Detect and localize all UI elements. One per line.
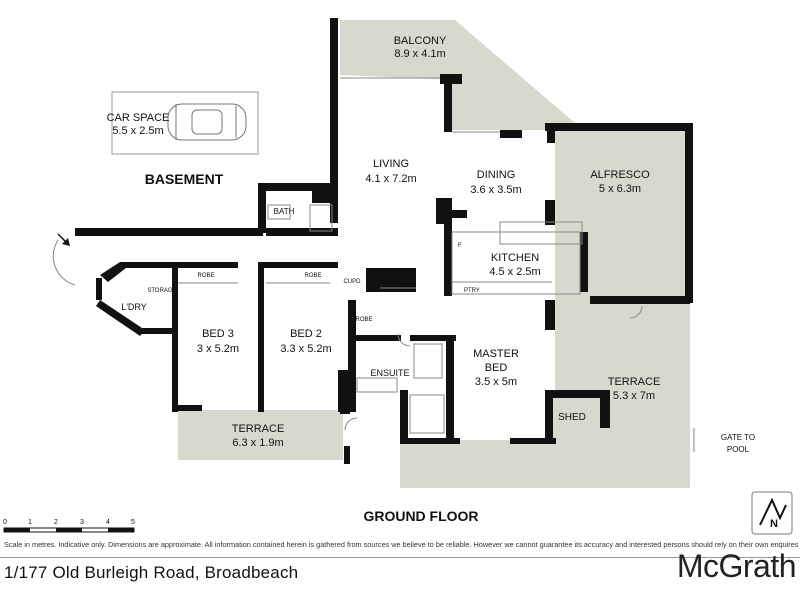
master-dims: 3.5 x 5m [475, 376, 517, 388]
storage-label: STORAGE [147, 288, 176, 294]
ensuite-label: ENSUITE [370, 368, 409, 378]
bed3-dims: 3 x 5.2m [197, 343, 239, 355]
floor-plan: N 0 1 2 3 4 5 CAR SPACE 5.5 x 2.5m BASEM… [3, 18, 793, 535]
terrace-right-dims: 5.3 x 7m [613, 390, 655, 402]
walls [75, 18, 693, 464]
dining-name: DINING [477, 169, 516, 181]
car-space-dims: 5.5 x 2.5m [112, 125, 163, 137]
scale-tick-0: 0 [3, 519, 7, 526]
details [52, 77, 695, 452]
robe-hall-label: ROBE [383, 280, 400, 286]
gate-line-2: POOL [727, 445, 750, 454]
bath-label: BATH [274, 207, 295, 216]
gate-line-1: GATE TO [721, 433, 755, 442]
terrace-left-name: TERRACE [232, 423, 285, 435]
balcony-dims: 8.9 x 4.1m [394, 48, 445, 60]
terrace-right-name: TERRACE [608, 376, 661, 388]
master-name-1: MASTER [473, 348, 519, 360]
ground-floor-label: GROUND FLOOR [363, 508, 478, 524]
shed-label: SHED [558, 412, 586, 423]
scale-ticks: 0 1 2 3 4 5 [3, 519, 135, 526]
alfresco-name: ALFRESCO [590, 169, 650, 181]
footer-divider [0, 557, 800, 558]
bed3-name: BED 3 [202, 328, 234, 340]
car-icon [167, 103, 247, 141]
living-name: LIVING [373, 158, 409, 170]
entry-arrow-icon [57, 233, 70, 246]
scale-tick-1: 1 [28, 519, 32, 526]
brand-logo: McGrath [676, 548, 797, 584]
terrace-right-area [400, 300, 690, 488]
car-space-name: CAR SPACE [107, 112, 170, 124]
scale-tick-2: 2 [54, 519, 58, 526]
car-space-box [111, 91, 259, 155]
robe-bed3-label: ROBE [197, 273, 214, 279]
master-name-2: BED [485, 362, 508, 374]
fridge-label: F [458, 243, 462, 249]
living-dims: 4.1 x 7.2m [365, 173, 416, 185]
terrace-left-area [178, 410, 343, 460]
robe-bed2-label: ROBE [304, 273, 321, 279]
bed2-dims: 3.3 x 5.2m [280, 343, 331, 355]
kitchen-dims: 4.5 x 2.5m [489, 266, 540, 278]
kitchen-name: KITCHEN [491, 252, 539, 264]
alfresco-dims: 5 x 6.3m [599, 183, 641, 195]
scale-tick-5: 5 [131, 519, 135, 526]
laundry-label: L'DRY [121, 302, 147, 312]
terrace-left-dims: 6.3 x 1.9m [232, 437, 283, 449]
balcony-name: BALCONY [394, 35, 447, 47]
scale-tick-3: 3 [80, 519, 84, 526]
north-arrow-icon: N [751, 491, 793, 535]
scale-bar [3, 527, 135, 533]
pantry-label: PTRY [464, 288, 480, 294]
cupboard-label: CUPD [343, 279, 361, 285]
svg-text:N: N [770, 518, 778, 530]
disclaimer-text: Scale in metres. Indicative only. Dimens… [4, 540, 799, 549]
dining-dims: 3.6 x 3.5m [470, 184, 521, 196]
basement-label: BASEMENT [145, 171, 224, 187]
scale-tick-4: 4 [106, 519, 110, 526]
alfresco-area [555, 130, 688, 300]
property-address: 1/177 Old Burleigh Road, Broadbeach [4, 563, 299, 582]
bed2-name: BED 2 [290, 328, 322, 340]
robe-ensuite-label: ROBE [355, 317, 372, 323]
